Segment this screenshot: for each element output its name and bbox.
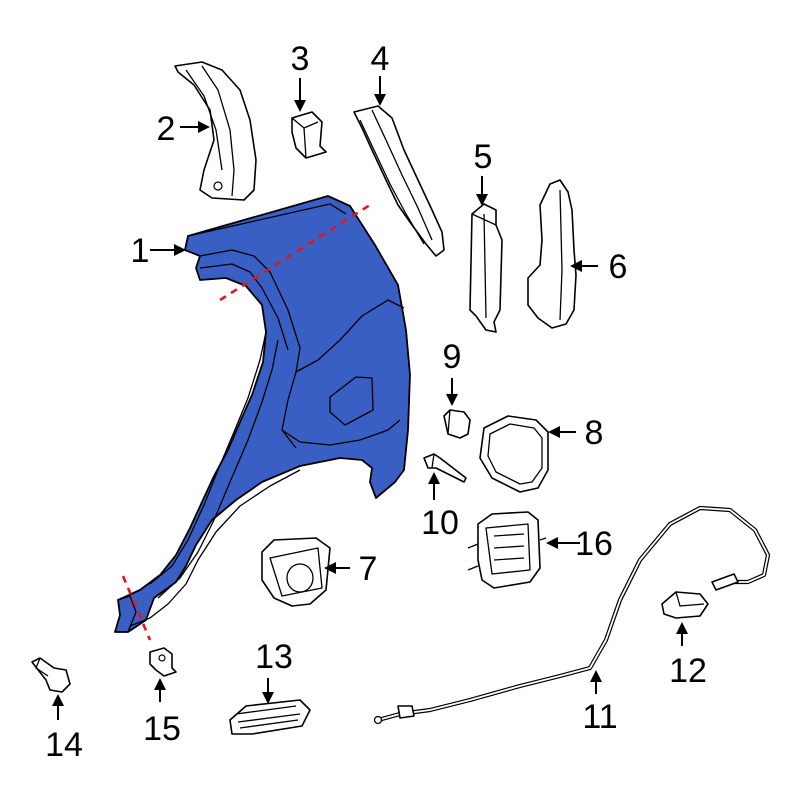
callout-14: 14 xyxy=(45,726,83,764)
callout-9: 9 xyxy=(443,338,462,376)
callout-5: 5 xyxy=(474,138,493,176)
callout-10: 10 xyxy=(421,504,459,542)
rail-part-4[interactable] xyxy=(353,105,445,257)
pin-part-10[interactable] xyxy=(423,453,467,483)
callout-3: 3 xyxy=(291,40,310,78)
callout-15: 15 xyxy=(143,710,181,748)
bracket-panel-part-6[interactable] xyxy=(527,179,577,329)
callout-arrows xyxy=(52,76,688,720)
bracket-part-3[interactable] xyxy=(291,111,327,159)
clip-part-15[interactable] xyxy=(149,647,177,677)
callout-11: 11 xyxy=(582,698,617,736)
callout-2: 2 xyxy=(157,110,176,148)
fuel-housing-part-7[interactable] xyxy=(261,537,331,607)
bolt-part-14[interactable] xyxy=(31,657,71,693)
callout-16: 16 xyxy=(575,525,613,563)
callout-13: 13 xyxy=(255,638,293,676)
callout-4: 4 xyxy=(371,40,390,78)
callout-1: 1 xyxy=(131,232,150,270)
quarter-panel-part-1[interactable] xyxy=(114,195,411,633)
release-cable-part-11[interactable] xyxy=(373,505,771,725)
callout-8: 8 xyxy=(585,414,604,452)
channel-part-5[interactable] xyxy=(469,203,503,333)
callout-12: 12 xyxy=(669,652,707,690)
callout-7: 7 xyxy=(359,550,378,588)
cut-line-lower xyxy=(121,575,152,641)
clip-part-12[interactable] xyxy=(661,591,709,619)
callout-labels: 1 2 3 4 5 6 7 8 9 10 11 12 13 14 15 16 xyxy=(45,40,707,764)
trim-part-13[interactable] xyxy=(229,699,311,735)
callout-6: 6 xyxy=(609,248,628,286)
housing-part-16[interactable] xyxy=(467,511,547,589)
bumper-part-9[interactable] xyxy=(443,409,471,439)
cut-line-upper xyxy=(219,203,371,302)
fuel-door-part-8[interactable] xyxy=(479,415,549,493)
pillar-reinforcement-part-2[interactable] xyxy=(174,61,257,201)
